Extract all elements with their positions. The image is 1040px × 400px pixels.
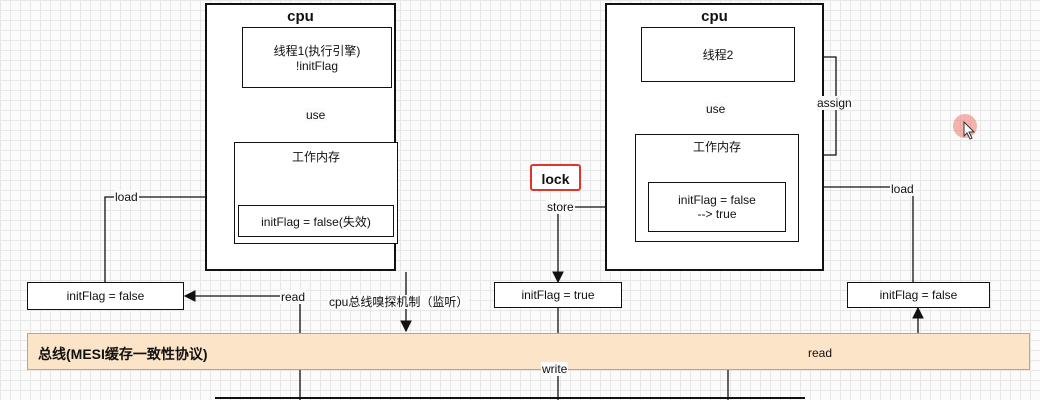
main-memory-right: initFlag = false (847, 282, 990, 308)
read-label-left: read (280, 290, 307, 304)
load-label-left: load (114, 190, 139, 204)
cache-left-value: initFlag = false(失效) (261, 214, 371, 229)
main-memory-right-value: initFlag = false (879, 288, 958, 302)
bus-band: 总线(MESI缓存一致性协议) (27, 333, 1030, 370)
use-label-left: use (305, 108, 327, 122)
load-arrow-left (104, 191, 235, 282)
store-label: store (546, 200, 575, 214)
lock-badge: lock (530, 164, 581, 191)
read-label-right: read (807, 346, 834, 360)
write-label: write (541, 362, 569, 376)
work-memory-left-label: 工作内存 (291, 150, 340, 164)
thread2-box: 线程2 (641, 27, 795, 82)
thread1-box: 线程1(执行引擎) !initFlag (242, 27, 392, 88)
work-memory-right-label: 工作内存 (692, 140, 741, 154)
thread1-label: 线程1(执行引擎) (273, 44, 361, 58)
main-memory-left: initFlag = false (27, 282, 184, 310)
assign-label: assign (816, 96, 853, 110)
cache-right-box: initFlag = false --> true (648, 182, 786, 232)
cache-right-value: initFlag = false (678, 193, 756, 207)
thread1-condition: !initFlag (295, 59, 339, 73)
cache-left-box: initFlag = false(失效) (238, 205, 394, 237)
sniff-label: cpu总线嗅探机制（监听） (328, 295, 470, 309)
main-memory-center: initFlag = true (494, 282, 622, 308)
cache-right-update: --> true (697, 207, 737, 221)
use-label-right: use (705, 102, 727, 116)
bus-label: 总线(MESI缓存一致性协议) (38, 346, 208, 362)
load-label-right: load (890, 182, 915, 196)
main-memory-left-value: initFlag = false (66, 289, 145, 303)
mouse-cursor-icon (963, 121, 976, 140)
cpu-left-title: cpu (287, 8, 314, 25)
main-memory-center-value: initFlag = true (521, 288, 595, 302)
lock-label: lock (541, 171, 570, 187)
cpu-right-title: cpu (701, 8, 728, 25)
thread2-label: 线程2 (702, 48, 734, 62)
